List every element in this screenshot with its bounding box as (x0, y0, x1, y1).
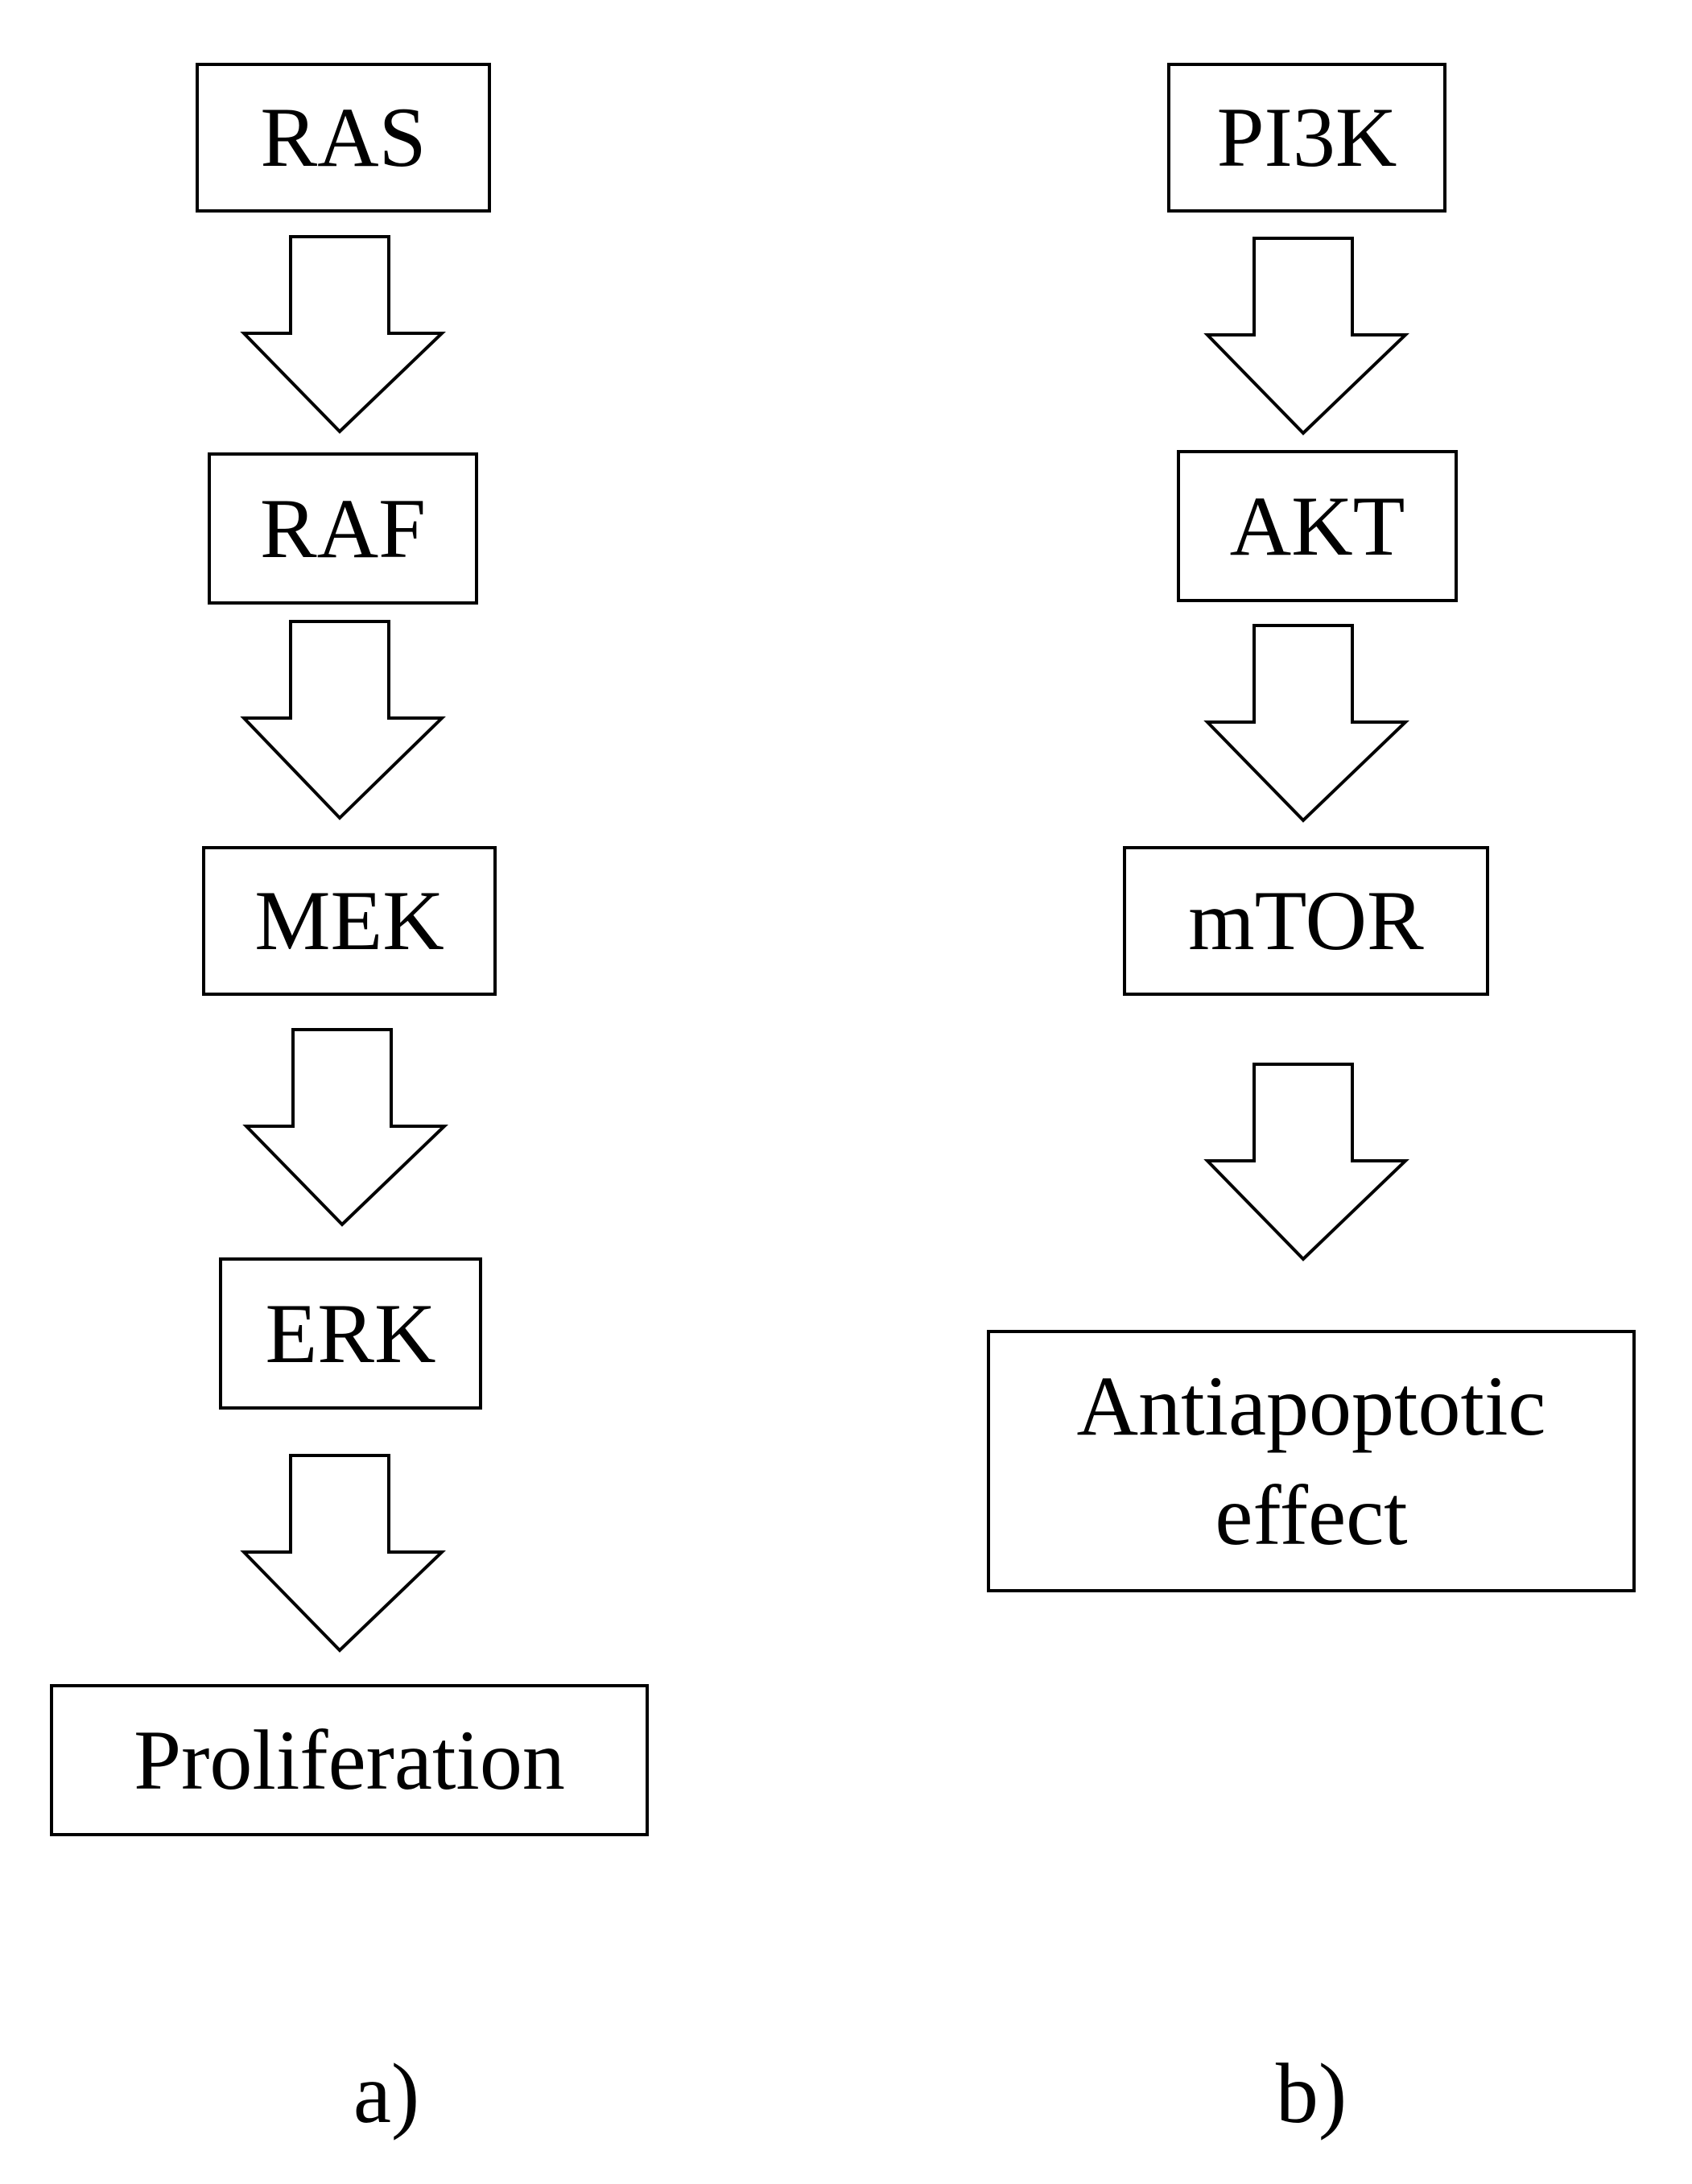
node-ras: RAS (196, 63, 491, 213)
node-antiapoptotic-effect: Antiapoptotic effect (987, 1330, 1636, 1592)
caption-a: a) (353, 2046, 420, 2141)
arrow-down-icon (242, 1028, 448, 1227)
node-pi3k: PI3K (1167, 63, 1446, 213)
node-erk: ERK (219, 1257, 482, 1410)
arrow-down-icon (1203, 624, 1409, 823)
arrow-down-icon (1203, 1063, 1409, 1261)
arrow-down-icon (1203, 237, 1409, 436)
node-proliferation: Proliferation (50, 1684, 649, 1836)
arrow-down-icon (240, 235, 446, 434)
node-akt: AKT (1177, 450, 1458, 602)
caption-b: b) (1275, 2046, 1347, 2141)
arrow-down-icon (240, 620, 446, 820)
arrow-down-icon (240, 1454, 446, 1653)
node-raf: RAF (208, 452, 478, 605)
node-mtor: mTOR (1123, 846, 1489, 996)
node-mek: MEK (202, 846, 497, 996)
